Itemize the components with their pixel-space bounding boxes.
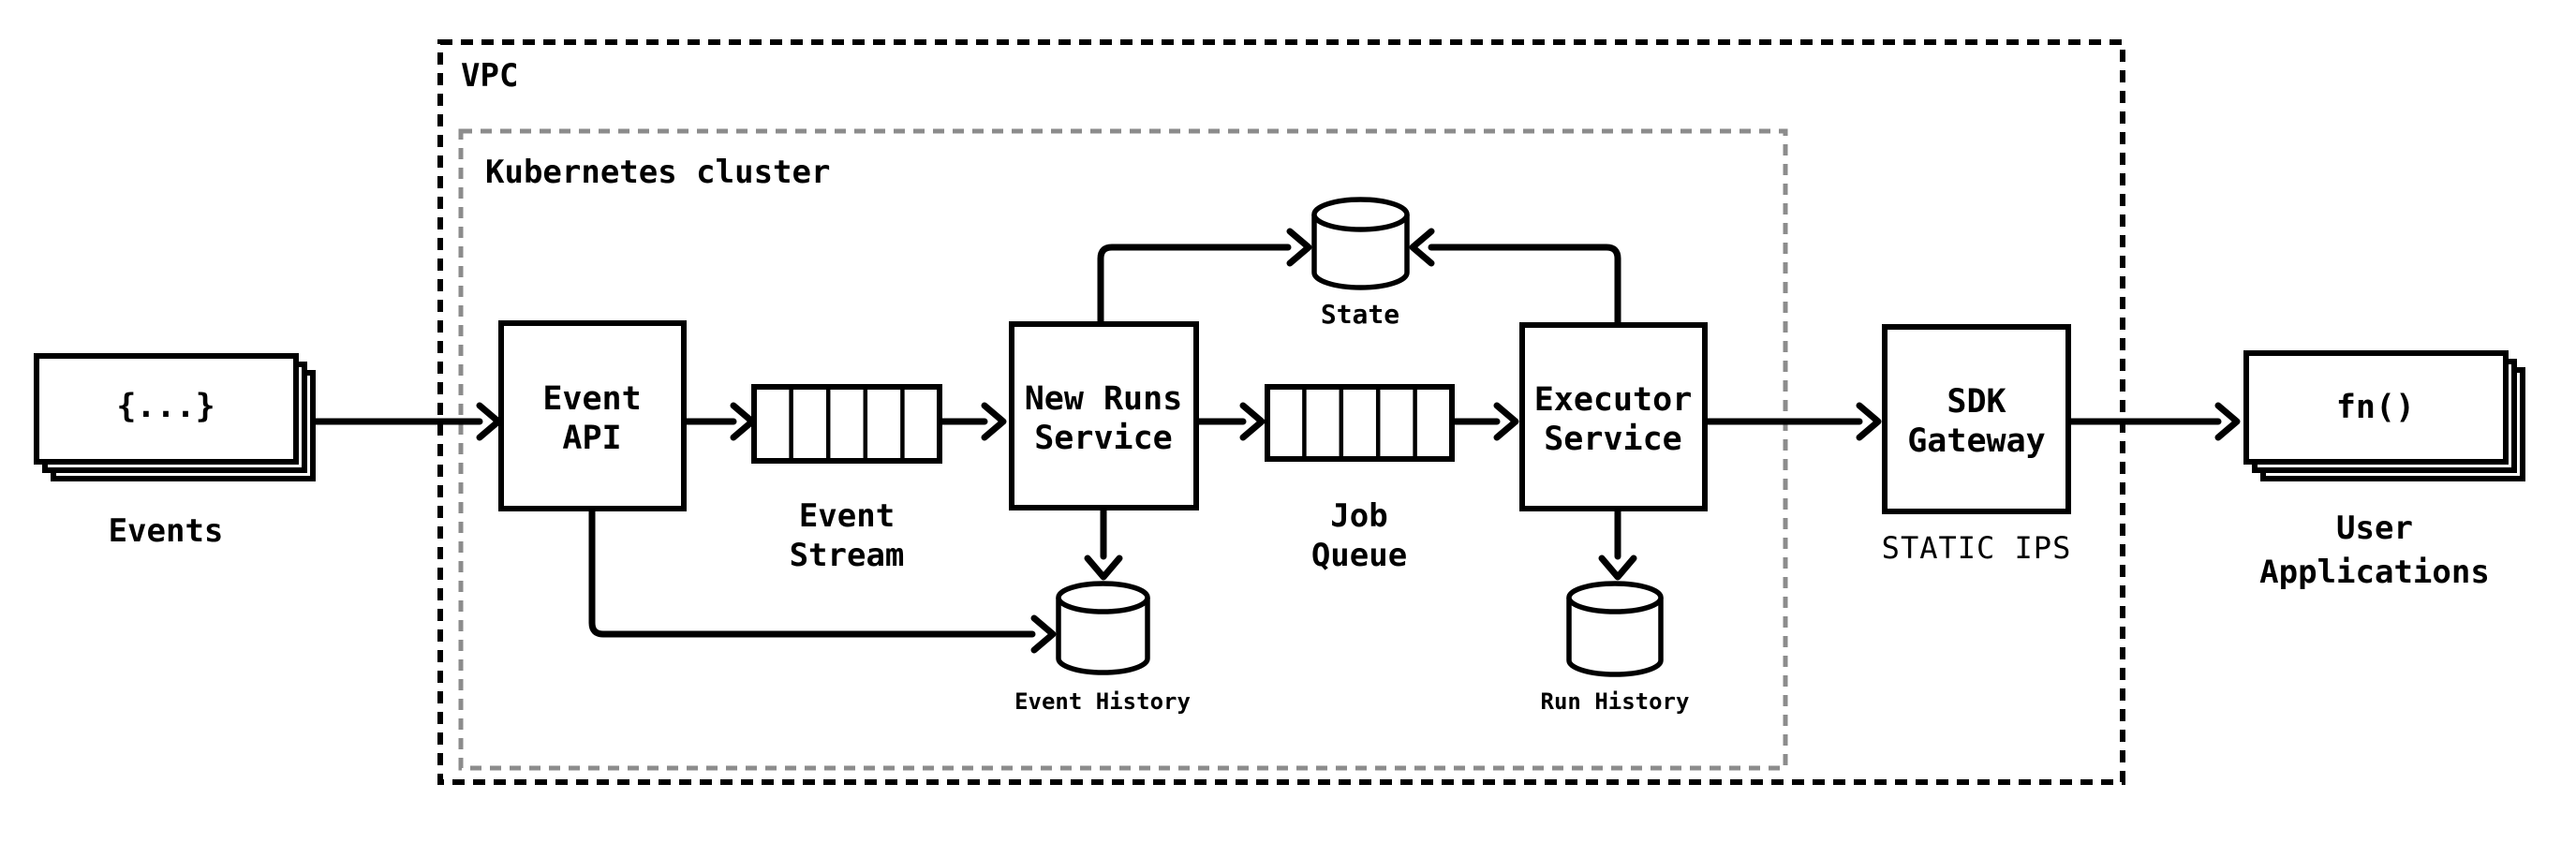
arrowhead-right-icon xyxy=(1286,228,1312,267)
event-api-label-line2: API xyxy=(562,420,621,457)
user-applications-label-line1: User xyxy=(2336,510,2413,547)
state-label: State xyxy=(1321,299,1399,330)
arrowhead-right-icon xyxy=(981,402,1007,441)
arrow-event-api-to-event-history xyxy=(588,504,1036,638)
job-queue-label-line2: Queue xyxy=(1311,537,1407,574)
sdk-gateway-label-line1: SDK xyxy=(1947,383,2006,421)
arrow-new-runs-to-state xyxy=(1097,244,1292,328)
user-applications-stack-icon xyxy=(2243,350,2509,465)
events-label: Events xyxy=(109,512,224,550)
event-history-database: Event History xyxy=(1014,581,1191,715)
vpc-container: VPC xyxy=(437,39,2125,785)
arrowhead-right-icon xyxy=(1493,402,1519,441)
run-history-label: Run History xyxy=(1541,688,1690,715)
new-runs-service-box xyxy=(1009,321,1199,510)
kubernetes-cluster-container: Kubernetes cluster xyxy=(458,128,1788,771)
executor-service-box xyxy=(1519,322,1708,511)
job-queue-label-line1: Job xyxy=(1330,497,1387,535)
kubernetes-cluster-label: Kubernetes cluster xyxy=(485,154,830,191)
new-runs-service-node: New Runs Service xyxy=(1009,321,1199,510)
user-applications: fn() User Applications xyxy=(2243,350,2525,591)
sdk-gateway-box xyxy=(1882,324,2071,514)
state-database-top-icon xyxy=(1311,197,1410,232)
event-stream-queue: Event Stream xyxy=(751,384,942,574)
run-history-database: Run History xyxy=(1541,581,1690,715)
events-stack-icon xyxy=(34,353,299,465)
arrowhead-left-icon xyxy=(1409,228,1435,267)
state-database: State xyxy=(1311,197,1410,330)
job-queue: Job Queue xyxy=(1265,384,1455,574)
event-api-node: Event API xyxy=(498,320,687,511)
executor-label-line2: Service xyxy=(1544,421,1682,458)
event-history-label: Event History xyxy=(1014,688,1191,715)
events-source: {...} Events xyxy=(34,353,316,550)
run-history-database-top-icon xyxy=(1566,581,1664,614)
static-ips-label: STATIC IPS xyxy=(1882,530,2072,566)
arrowhead-right-icon xyxy=(1030,614,1057,654)
arrowhead-down-icon xyxy=(1598,555,1637,581)
event-stream-queue-icon xyxy=(751,384,942,464)
arrowhead-right-icon xyxy=(2214,402,2241,441)
kubernetes-cluster-border xyxy=(458,128,1788,771)
arrow-executor-to-state xyxy=(1428,244,1621,328)
event-history-database-top-icon xyxy=(1056,581,1150,614)
vpc-label: VPC xyxy=(461,57,518,95)
event-stream-label-line1: Event xyxy=(799,497,895,535)
user-applications-label-line2: Applications xyxy=(2259,554,2490,591)
sdk-gateway-label-line2: Gateway xyxy=(1907,422,2046,460)
event-history-database-icon xyxy=(1056,598,1150,675)
job-queue-icon xyxy=(1265,384,1455,462)
user-applications-icon-text: fn() xyxy=(2336,389,2415,426)
new-runs-label-line2: Service xyxy=(1034,420,1173,457)
new-runs-label-line1: New Runs xyxy=(1025,380,1183,418)
run-history-database-icon xyxy=(1566,598,1664,677)
flow-arrows xyxy=(311,228,2241,654)
executor-service-node: Executor Service xyxy=(1519,322,1708,511)
arrowhead-right-icon xyxy=(1239,402,1266,441)
arrowhead-right-icon xyxy=(1856,402,1882,441)
executor-label-line1: Executor xyxy=(1534,381,1693,419)
vpc-border xyxy=(437,39,2125,785)
event-api-label-line1: Event xyxy=(542,380,641,418)
events-icon-text: {...} xyxy=(116,388,215,425)
event-api-box xyxy=(498,320,687,511)
event-stream-label-line2: Stream xyxy=(790,537,905,574)
state-database-icon xyxy=(1311,214,1410,290)
arrowhead-down-icon xyxy=(1084,555,1123,581)
sdk-gateway-node: SDK Gateway STATIC IPS xyxy=(1882,324,2072,566)
